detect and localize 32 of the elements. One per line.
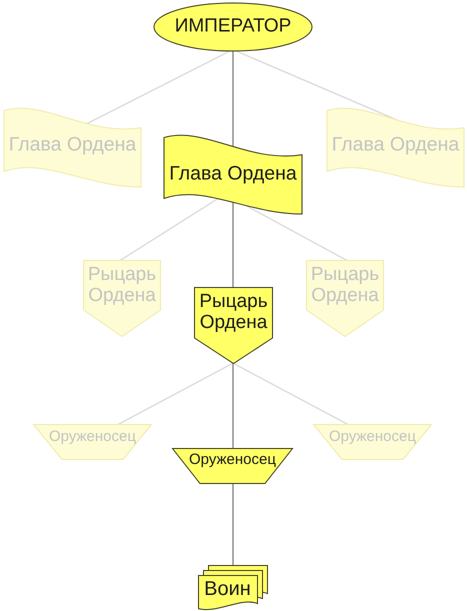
pentagon-shape [306, 260, 384, 337]
trapezoid-shape [172, 448, 293, 484]
node-label: Оруженосец [189, 452, 276, 468]
connector-line [86, 50, 230, 124]
connector-line [232, 362, 348, 426]
trapezoid-shape [33, 424, 152, 460]
connector-line [118, 362, 234, 426]
connector-line [120, 198, 218, 262]
node-label: Воин [204, 578, 251, 600]
trapezoid-shape [313, 424, 432, 460]
pentagon-shape [194, 287, 273, 364]
connector-line [232, 202, 234, 288]
wave-flag-shape [326, 108, 465, 188]
node-label: Глава Ордена [169, 163, 297, 185]
node-label: Оруженосец [329, 428, 416, 446]
ellipse-shape [153, 2, 313, 52]
document-stack-shape [198, 565, 268, 611]
node-label: Рыцарь Ордена [86, 265, 158, 307]
connector-line [232, 51, 234, 147]
node-label: Глава Ордена [8, 134, 136, 156]
node-label: Рыцарь Ордена [310, 265, 380, 307]
wave-flag-shape [163, 135, 303, 215]
node-label: Оруженосец [49, 428, 136, 446]
connector-line [232, 484, 234, 566]
connector-line [246, 205, 348, 262]
wave-flag-shape [3, 108, 142, 188]
connector-line [236, 50, 398, 121]
pentagon-shape [83, 260, 161, 337]
node-label: Глава Ордена [332, 134, 460, 156]
connector-line [232, 363, 234, 448]
node-label: ИМПЕРАТОР [174, 16, 292, 38]
node-label: Рыцарь Ордена [198, 292, 269, 334]
